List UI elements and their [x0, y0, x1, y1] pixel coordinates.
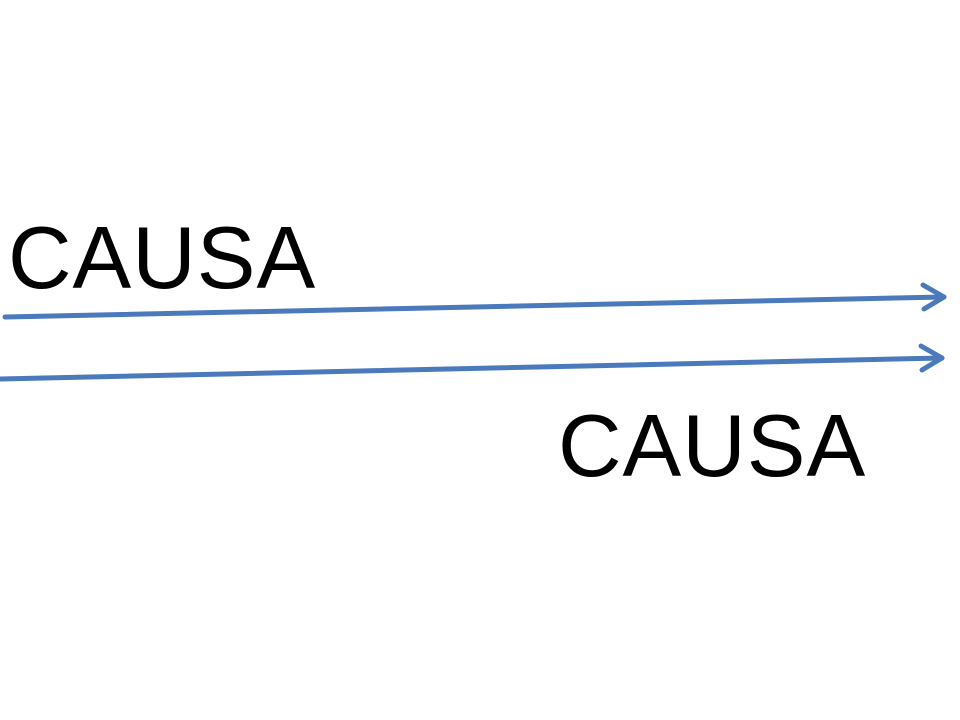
label-causa-bottom: CAUSA	[558, 396, 867, 495]
arrow-top	[2, 282, 947, 320]
arrow-bottom	[0, 343, 945, 382]
label-causa-top: CAUSA	[8, 208, 317, 307]
